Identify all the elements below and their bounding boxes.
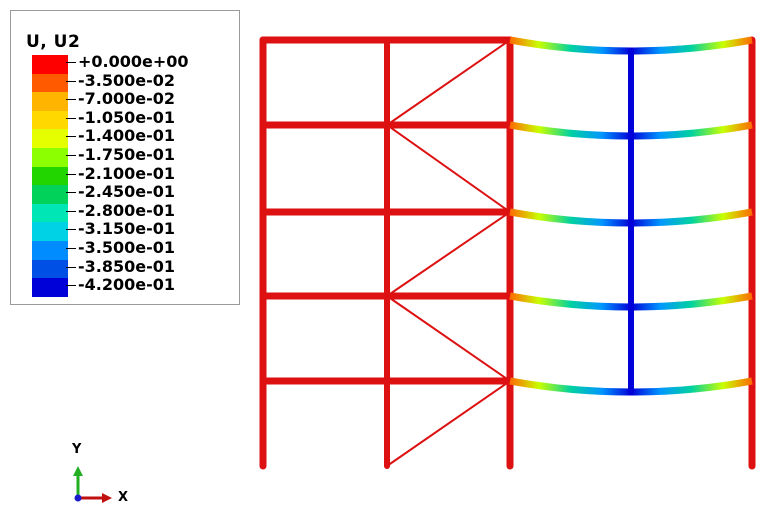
brace	[386, 39, 511, 126]
legend-entry-label: -3.500e-01	[78, 238, 176, 257]
legend-swatch	[32, 278, 68, 298]
legend-swatch	[32, 203, 68, 223]
legend-tick	[66, 117, 76, 119]
legend-entry-label: +0.000e+00	[78, 52, 189, 71]
legend-tick	[66, 229, 76, 231]
legend-tick	[66, 173, 76, 175]
y-axis-label: Y	[72, 442, 82, 457]
legend-swatch	[32, 166, 68, 186]
legend-tick	[66, 210, 76, 212]
legend-entry-label: -2.450e-01	[78, 182, 176, 202]
legend-entry-label: -3.500e-02	[78, 70, 176, 90]
x-axis-label: X	[118, 490, 129, 505]
legend-swatch	[32, 148, 68, 168]
legend-tick	[66, 62, 76, 63]
legend-entry-label: -3.850e-01	[78, 256, 176, 276]
legend-tick	[66, 99, 76, 101]
brace	[386, 380, 511, 467]
legend-swatch	[32, 73, 68, 93]
legend-tick	[66, 266, 76, 268]
legend-entry-label: -3.150e-01	[78, 219, 176, 239]
legend-title: U, U2	[26, 32, 81, 52]
static-frame	[259, 36, 756, 470]
legend-tick	[66, 155, 76, 156]
y-axis-arrowhead	[73, 466, 83, 476]
legend-swatch	[32, 241, 68, 261]
legend-tick	[66, 248, 76, 249]
legend-swatch	[32, 92, 68, 112]
legend-entry-label: -2.100e-01	[78, 163, 176, 183]
legend-tick	[66, 285, 76, 287]
legend-entry-label: -4.200e-01	[78, 275, 176, 295]
legend-entry-label: -2.800e-01	[78, 200, 176, 220]
legend-swatch	[32, 185, 68, 205]
legend-tick	[66, 80, 76, 82]
z-axis-dot	[74, 494, 82, 502]
brace	[386, 295, 511, 382]
legend-tick	[66, 192, 76, 194]
legend-entry-label: -7.000e-02	[78, 89, 176, 109]
deformed-bay	[509, 36, 753, 396]
brace	[386, 211, 511, 297]
legend-entry-label: -1.750e-01	[78, 145, 176, 164]
legend-tick	[66, 136, 76, 138]
legend-entry-label: -1.400e-01	[78, 126, 176, 146]
legend-swatch	[32, 259, 68, 279]
legend-swatch	[32, 55, 68, 75]
legend-entry-label: -1.050e-01	[78, 107, 176, 127]
legend-swatch	[32, 129, 68, 149]
brace	[386, 124, 511, 213]
legend-swatch	[32, 110, 68, 130]
legend-swatch	[32, 222, 68, 242]
x-axis-arrowhead	[102, 493, 112, 503]
